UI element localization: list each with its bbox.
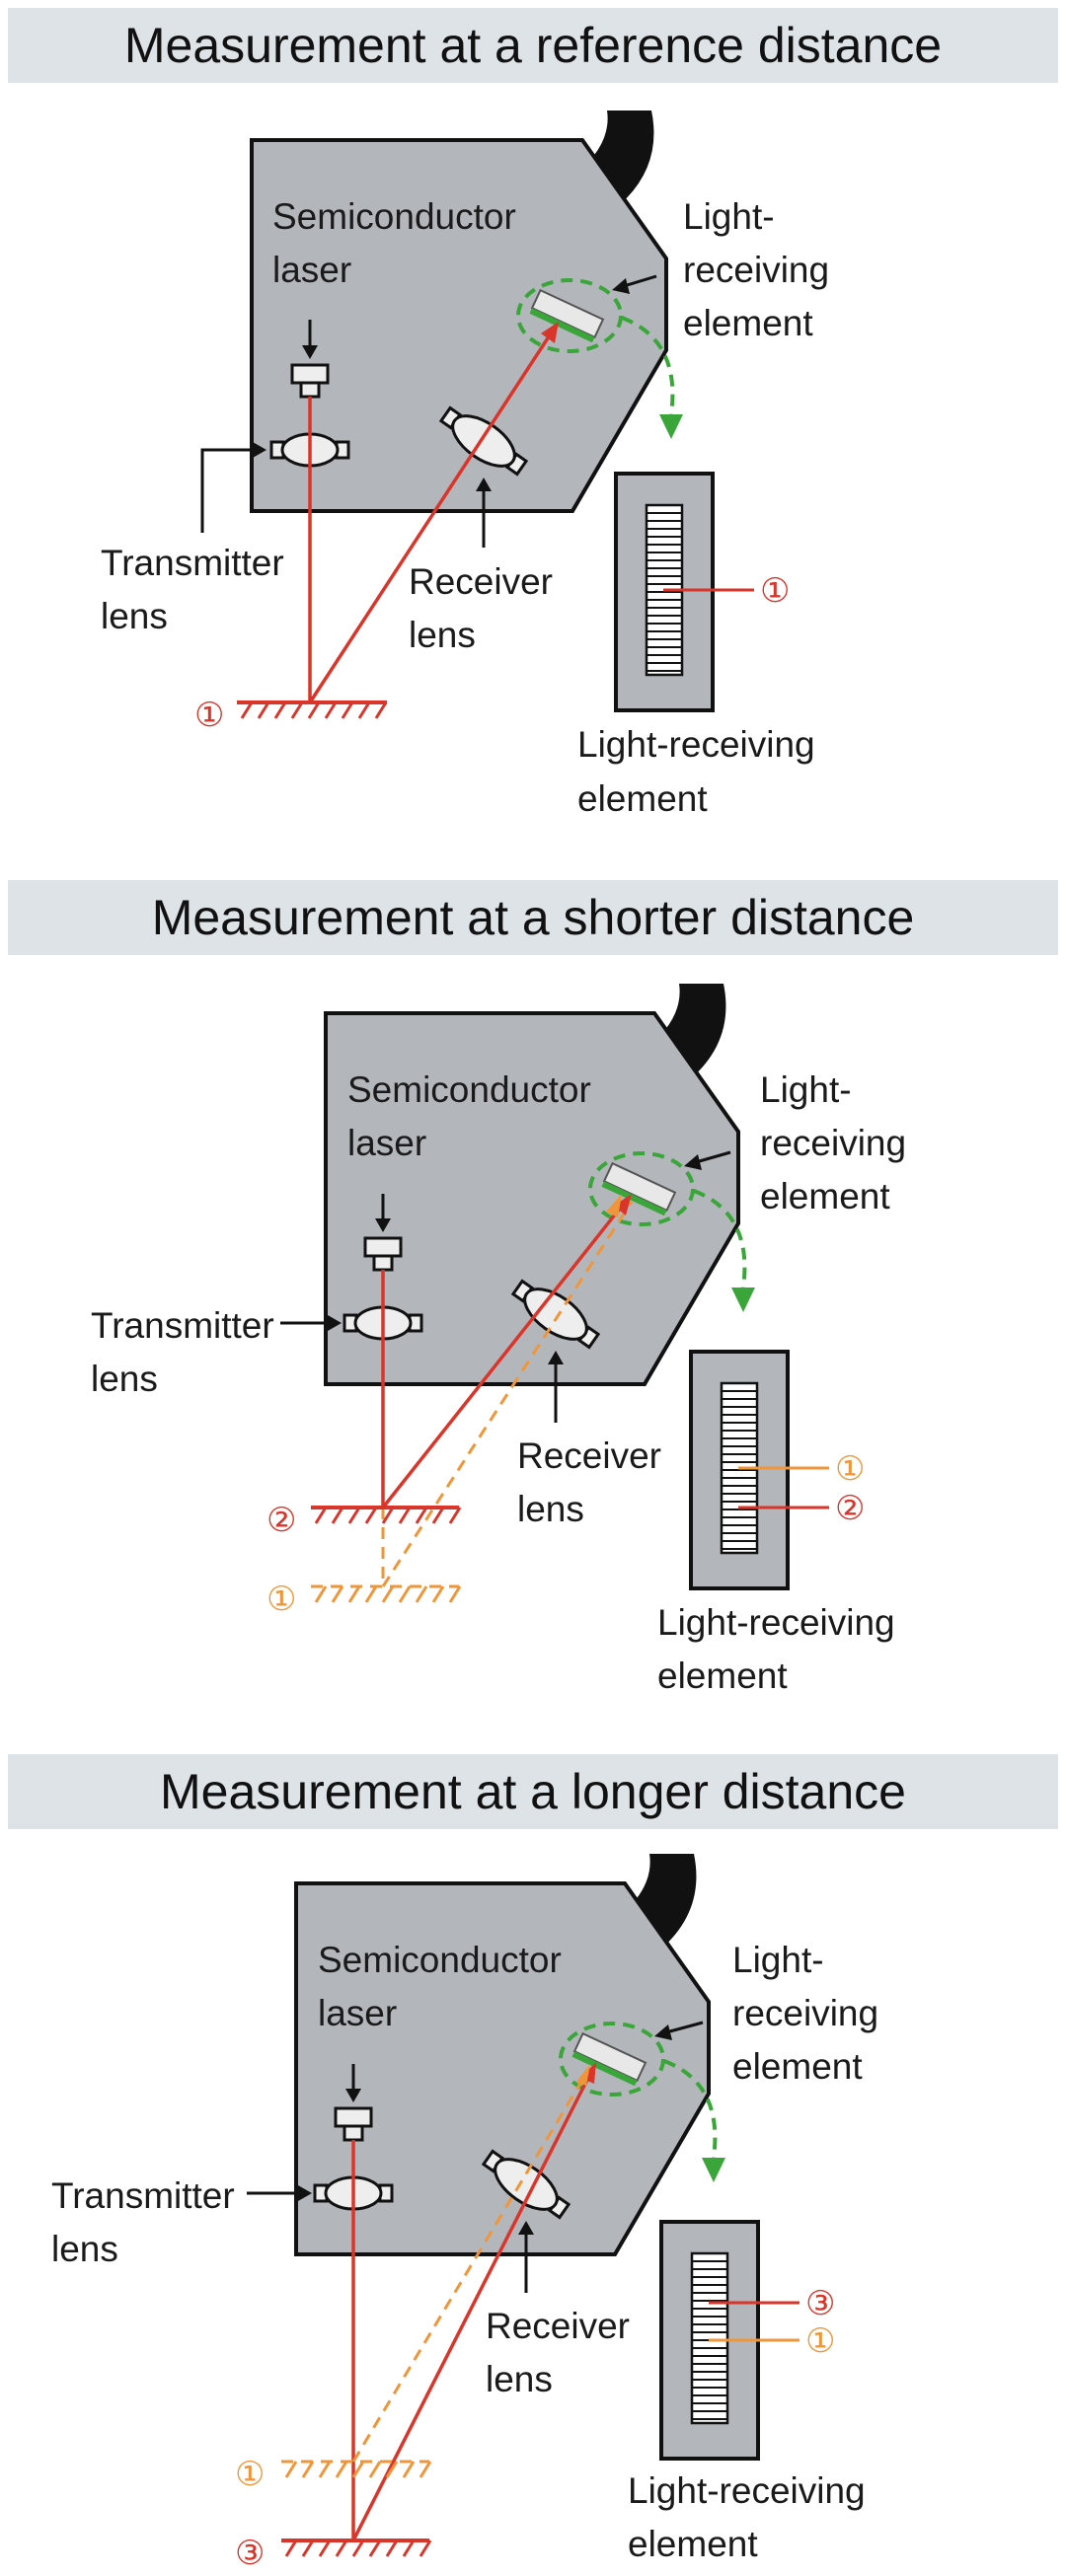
- receiving-array-icon: [689, 1350, 790, 1590]
- receiver-lens-icon: [481, 2149, 571, 2220]
- transmitter-pointer-arrow: [200, 448, 255, 533]
- receiver-lens-icon: [510, 1279, 601, 1350]
- zoom-arrow: [621, 316, 675, 415]
- receiving-element-icon: [529, 288, 605, 343]
- receiver-label: Receiver: [486, 2306, 630, 2346]
- target-marker-dashed: ①: [235, 2456, 265, 2493]
- zoom-arrow: [693, 1189, 747, 1288]
- reflected-beam: [308, 327, 557, 703]
- array-label: Light-receiving: [657, 1602, 895, 1643]
- laser-label: Semiconductor: [347, 1069, 591, 1110]
- longer-diagram: ① ③ Semiconductor laser Light- receiving…: [51, 1854, 878, 2572]
- svg-text:element: element: [732, 2046, 863, 2087]
- panel-title: Measurement at a reference distance: [8, 8, 1058, 83]
- panel-shorter: Measurement at a shorter distance: [0, 868, 1066, 1736]
- receiving-element-icon: [571, 2031, 647, 2087]
- transmitter-label: Transmitter: [101, 543, 284, 583]
- target-surface-1-dashed: [311, 1584, 462, 1603]
- panel-reference: Measurement at a reference distance: [0, 0, 1066, 868]
- svg-text:receiving: receiving: [683, 250, 829, 290]
- svg-text:element: element: [683, 303, 813, 343]
- svg-text:receiving: receiving: [760, 1123, 906, 1163]
- target-marker: ②: [266, 1502, 296, 1539]
- target-marker-dashed: ①: [266, 1581, 296, 1618]
- svg-text:laser: laser: [347, 1123, 426, 1163]
- receiver-lens-icon: [438, 405, 529, 477]
- target-marker: ③: [235, 2535, 265, 2572]
- laser-label: Semiconductor: [272, 196, 516, 237]
- element-label: Light-: [760, 1069, 852, 1110]
- svg-text:lens: lens: [486, 2359, 553, 2399]
- array-label: Light-receiving: [628, 2470, 866, 2511]
- reflected-beam-dashed: [381, 1201, 634, 1587]
- element-highlight: [588, 1151, 695, 1226]
- laser-diode-icon: [334, 2106, 373, 2142]
- svg-text:lens: lens: [51, 2229, 118, 2269]
- svg-text:lens: lens: [517, 1489, 584, 1529]
- element-pointer-arrow: [623, 274, 657, 288]
- element-highlight: [516, 278, 623, 353]
- zoom-arrow: [663, 2059, 718, 2159]
- target-marker: ①: [194, 697, 224, 734]
- svg-text:lens: lens: [409, 615, 476, 655]
- reflected-beam: [381, 1198, 629, 1509]
- target-surface-1-dashed: [281, 2460, 432, 2478]
- panel-longer: Measurement at a longer distance: [0, 1736, 1066, 2576]
- svg-text:laser: laser: [318, 1993, 397, 2033]
- laser-label: Semiconductor: [318, 1940, 562, 1980]
- svg-text:element: element: [577, 778, 708, 819]
- receiving-element-icon: [601, 1161, 677, 1216]
- laser-diode-icon: [290, 363, 330, 399]
- element-label: Light-: [683, 196, 775, 237]
- svg-text:element: element: [628, 2524, 758, 2564]
- sensor-housing: [294, 1881, 711, 2256]
- transmitter-label: Transmitter: [91, 1305, 274, 1346]
- shorter-diagram: ② ① Semiconductor laser Light- receiving…: [91, 984, 906, 1696]
- reflected-beam-dashed: [351, 2071, 589, 2463]
- array-marker-3: ③: [805, 2285, 835, 2322]
- target-surface-2: [311, 1506, 462, 1524]
- svg-text:element: element: [657, 1656, 788, 1696]
- laser-diode-icon: [363, 1236, 403, 1272]
- element-highlight: [559, 2022, 665, 2097]
- array-marker: ①: [760, 572, 790, 610]
- svg-text:lens: lens: [101, 596, 168, 636]
- receiver-label: Receiver: [517, 1435, 661, 1476]
- transmitter-label: Transmitter: [51, 2175, 235, 2216]
- sensor-housing: [324, 1011, 740, 1386]
- receiver-label: Receiver: [409, 561, 553, 602]
- array-marker-1: ①: [805, 2322, 835, 2360]
- target-surface-1: [237, 700, 388, 719]
- element-label: Light-: [732, 1940, 824, 1980]
- svg-text:lens: lens: [91, 1359, 158, 1399]
- array-marker-2: ②: [835, 1490, 865, 1527]
- reference-diagram: ① Semiconductor laser Light- receiving e…: [101, 110, 829, 819]
- receiving-array-icon: [614, 472, 715, 712]
- array-label: Light-receiving: [577, 724, 815, 765]
- svg-text:receiving: receiving: [732, 1993, 878, 2033]
- panel-title: Measurement at a shorter distance: [8, 880, 1058, 955]
- reflected-beam: [351, 2069, 594, 2541]
- panel-title: Measurement at a longer distance: [8, 1754, 1058, 1829]
- target-surface-3: [281, 2539, 432, 2557]
- svg-text:laser: laser: [272, 250, 351, 290]
- array-marker-1: ①: [835, 1450, 865, 1488]
- sensor-housing: [250, 138, 668, 513]
- svg-text:element: element: [760, 1176, 890, 1216]
